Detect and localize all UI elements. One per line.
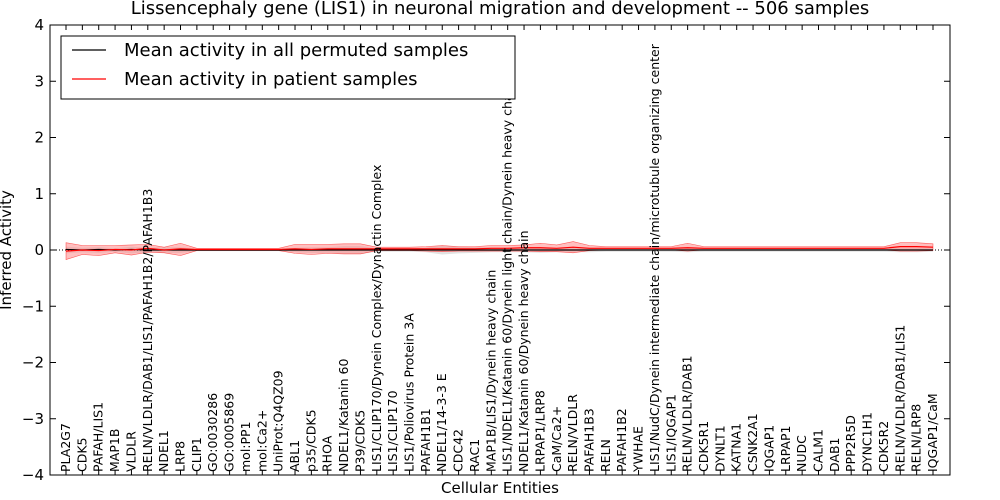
x-tick-label: LIS1/CLIP170/Dynein Complex/Dynactin Com… — [369, 165, 384, 472]
x-tick-label: PAFAH1B1 — [418, 408, 433, 472]
y-axis-ticks: −4 −3 −2 −1 0 1 2 3 4 — [22, 16, 950, 484]
legend: Mean activity in all permuted samplesMea… — [60, 35, 516, 100]
x-tick-label: PAFAH1B2 — [614, 408, 629, 472]
x-tick-label: IQGAP1/CaM — [925, 393, 940, 472]
legend-entry: Mean activity in patient samples — [124, 69, 418, 90]
x-tick-label: MAP1B/LIS1/Dynein heavy chain — [483, 270, 498, 472]
x-tick-label: RELN/VLDLR/DAB1/LIS1/PAFAH1B2/PAFAH1B3 — [140, 189, 155, 472]
y-tick-label: −3 — [22, 410, 44, 428]
x-tick-label: NDEL1 — [156, 430, 171, 472]
x-tick-label: NDEL1/Katanin 60/Dynein heavy chain — [516, 230, 531, 472]
x-tick-label: CaM/Ca2+ — [549, 406, 564, 472]
x-tick-label: LRPAP1/LRP8 — [532, 390, 547, 472]
x-tick-label: CALM1 — [810, 429, 825, 472]
y-tick-label: 0 — [34, 241, 44, 259]
x-tick-label: mol:PP1 — [238, 421, 253, 472]
x-tick-label: RELN/VLDLR/DAB1/LIS1 — [892, 325, 907, 472]
x-tick-label: LIS1/IQGAP1 — [663, 394, 678, 472]
y-tick-label: 2 — [34, 129, 44, 147]
x-tick-label: GO:0005869 — [222, 393, 237, 472]
x-tick-label: RELN/VLDLR/DAB1 — [680, 355, 695, 472]
x-tick-label: VLDLR — [123, 431, 138, 472]
x-tick-label: CSNK2A1 — [745, 413, 760, 472]
x-tick-label: LIS1/NDEL1/Katanin 60/Dynein light chain… — [500, 82, 515, 472]
legend-box — [60, 35, 516, 100]
x-tick-label: RELN/LRP8 — [909, 404, 924, 472]
x-tick-label: CDK5R1 — [696, 421, 711, 472]
x-tick-label: KATNA1 — [729, 423, 744, 472]
y-axis-label: Inferred Activity — [0, 190, 15, 310]
y-tick-label: 1 — [34, 185, 44, 203]
x-tick-label: p35/CDK5 — [303, 409, 318, 472]
chart-title: Lissencephaly gene (LIS1) in neuronal mi… — [131, 0, 870, 19]
x-tick-label: P39/CDK5 — [352, 410, 367, 472]
x-tick-label: CDC42 — [451, 429, 466, 472]
x-tick-label: LRP8 — [173, 441, 188, 472]
x-tick-label: DYNC1H1 — [860, 412, 875, 472]
x-tick-label: RHOA — [320, 435, 335, 472]
x-tick-label: CLIP1 — [189, 437, 204, 472]
y-tick-label: −1 — [22, 297, 44, 315]
x-tick-label: LIS1/NudC/Dynein intermediate chain/micr… — [647, 43, 662, 472]
x-tick-label: DYNLT1 — [712, 425, 727, 472]
x-tick-label: NDEL1/14-3-3 E — [434, 373, 449, 472]
x-tick-label: LIS1/CLIP170 — [385, 390, 400, 472]
x-tick-label: LRPAP1 — [778, 426, 793, 472]
y-tick-label: 3 — [34, 72, 44, 90]
x-tick-label: PLA2G7 — [58, 423, 73, 472]
x-tick-label: RELN — [598, 439, 613, 472]
x-tick-label: UniProt:Q4QZ09 — [271, 370, 286, 472]
x-tick-label: PPP2R5D — [843, 415, 858, 472]
x-tick-label: MAP1B — [107, 429, 122, 472]
x-tick-label: LIS1/Poliovirus Protein 3A — [402, 313, 417, 472]
x-tick-label: CDK5R2 — [876, 421, 891, 472]
series-lines — [65, 246, 934, 252]
x-tick-label: ABL1 — [287, 440, 302, 472]
x-tick-label: DAB1 — [827, 438, 842, 473]
x-tick-label: mol:Ca2+ — [254, 410, 269, 472]
x-tick-label: NDEL1/Katanin 60 — [336, 359, 351, 472]
line-series-1 — [65, 246, 934, 252]
y-tick-label: −2 — [22, 354, 44, 372]
x-tick-label: RAC1 — [467, 439, 482, 472]
x-axis-label: Cellular Entities — [441, 479, 559, 497]
x-tick-label: IQGAP1 — [761, 425, 776, 472]
x-tick-label: NUDC — [794, 435, 809, 472]
x-tick-label: PAFAH/LIS1 — [91, 402, 106, 472]
x-tick-label: RELN/VLDLR — [565, 394, 580, 472]
x-tick-label: PAFAH1B3 — [581, 408, 596, 472]
y-tick-label: 4 — [34, 16, 44, 34]
legend-entry: Mean activity in all permuted samples — [124, 40, 468, 61]
x-axis-ticks — [65, 25, 934, 475]
x-tick-label: GO:0030286 — [205, 393, 220, 472]
x-tick-label: CDK5 — [74, 437, 89, 472]
x-tick-label: YWHAE — [631, 426, 646, 473]
y-tick-label: −4 — [22, 466, 44, 484]
